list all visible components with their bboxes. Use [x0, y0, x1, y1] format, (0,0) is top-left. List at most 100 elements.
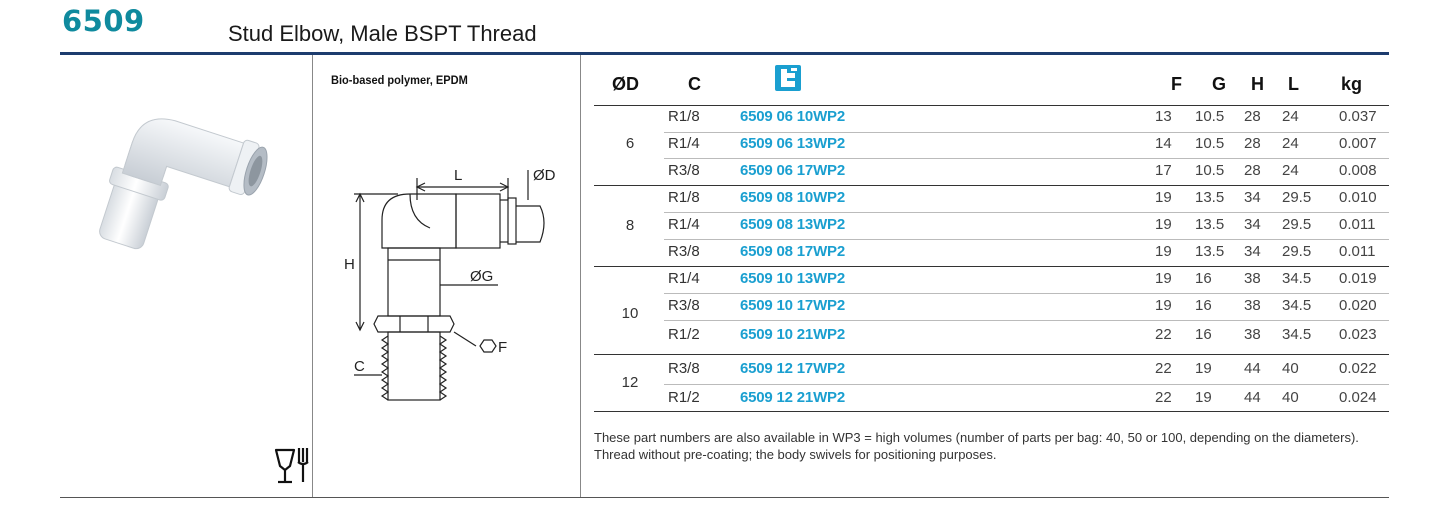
cell-g: 13.5 — [1195, 189, 1225, 206]
part-number[interactable]: 6509 08 13WP2 — [740, 216, 845, 233]
cell-g: 19 — [1195, 360, 1212, 377]
cell-l: 24 — [1282, 108, 1299, 125]
cell-f: 22 — [1155, 326, 1172, 343]
cell-c: R1/4 — [668, 270, 700, 287]
part-number[interactable]: 6509 06 10WP2 — [740, 108, 845, 125]
cell-kg: 0.019 — [1339, 270, 1377, 287]
cell-h: 28 — [1244, 108, 1261, 125]
cell-f: 19 — [1155, 216, 1172, 233]
header-rule — [60, 52, 1389, 55]
label-h: H — [344, 256, 355, 273]
page-title: Stud Elbow, Male BSPT Thread — [228, 21, 537, 46]
footnote-line: Thread without pre-coating; the body swi… — [594, 447, 997, 462]
part-number[interactable]: 6509 06 17WP2 — [740, 162, 845, 179]
footnote: These part numbers are also available in… — [594, 429, 1389, 463]
part-number[interactable]: 6509 12 21WP2 — [740, 389, 845, 406]
cell-g: 10.5 — [1195, 162, 1225, 179]
cell-g: 10.5 — [1195, 135, 1225, 152]
cell-h: 34 — [1244, 216, 1261, 233]
cell-h: 34 — [1244, 243, 1261, 260]
row-divider — [664, 212, 1389, 213]
part-number[interactable]: 6509 10 21WP2 — [740, 326, 845, 343]
cell-kg: 0.024 — [1339, 389, 1377, 406]
row-divider — [664, 239, 1389, 240]
cell-c: R1/8 — [668, 189, 700, 206]
col-header-c: C — [688, 74, 701, 94]
cell-g: 13.5 — [1195, 216, 1225, 233]
part-number[interactable]: 6509 08 17WP2 — [740, 243, 845, 260]
cell-kg: 0.007 — [1339, 135, 1377, 152]
cell-l: 40 — [1282, 389, 1299, 406]
group-od: 10 — [621, 305, 639, 322]
cell-h: 34 — [1244, 189, 1261, 206]
label-og: ØG — [470, 268, 493, 285]
group-divider — [594, 266, 1389, 267]
technical-drawing: L ØD H ØG F C — [344, 167, 556, 401]
material-label: Bio-based polymer, EPDM — [331, 73, 468, 87]
cell-c: R3/8 — [668, 297, 700, 314]
product-photo — [99, 118, 268, 250]
cell-g: 16 — [1195, 326, 1212, 343]
cell-c: R1/4 — [668, 135, 700, 152]
cell-kg: 0.022 — [1339, 360, 1377, 377]
col-header-g: G — [1212, 74, 1227, 94]
col-header-f: F — [1171, 74, 1182, 94]
group-od: 8 — [625, 217, 635, 234]
group-od: 6 — [625, 135, 635, 152]
cell-l: 34.5 — [1282, 297, 1312, 314]
cell-g: 16 — [1195, 270, 1212, 287]
group-divider — [594, 105, 1389, 106]
cell-f: 22 — [1155, 389, 1172, 406]
cell-f: 19 — [1155, 243, 1172, 260]
group-od: 12 — [621, 374, 639, 391]
cell-f: 22 — [1155, 360, 1172, 377]
cell-h: 44 — [1244, 389, 1261, 406]
cell-f: 19 — [1155, 189, 1172, 206]
cell-f: 14 — [1155, 135, 1172, 152]
cell-f: 13 — [1155, 108, 1172, 125]
cell-f: 19 — [1155, 297, 1172, 314]
cell-kg: 0.011 — [1339, 243, 1376, 260]
cell-g: 13.5 — [1195, 243, 1225, 260]
footnote-line: These part numbers are also available in… — [594, 430, 1359, 445]
column-divider — [580, 55, 581, 497]
cell-f: 19 — [1155, 270, 1172, 287]
part-number[interactable]: 6509 08 10WP2 — [740, 189, 845, 206]
cell-kg: 0.023 — [1339, 326, 1377, 343]
fitting-brand-icon — [775, 65, 801, 91]
cell-g: 10.5 — [1195, 108, 1225, 125]
cell-h: 38 — [1244, 326, 1261, 343]
cell-c: R3/8 — [668, 243, 700, 260]
col-header-kg: kg — [1341, 74, 1363, 94]
cell-h: 38 — [1244, 270, 1261, 287]
cell-kg: 0.037 — [1339, 108, 1377, 125]
cell-c: R3/8 — [668, 162, 700, 179]
label-od: ØD — [533, 167, 556, 184]
food-contact-icon — [274, 448, 309, 484]
product-code: 6509 — [62, 4, 145, 38]
row-divider — [664, 384, 1389, 385]
cell-g: 19 — [1195, 389, 1212, 406]
part-number[interactable]: 6509 10 17WP2 — [740, 297, 845, 314]
cell-h: 28 — [1244, 135, 1261, 152]
cell-c: R1/8 — [668, 108, 700, 125]
cell-g: 16 — [1195, 297, 1212, 314]
cell-l: 29.5 — [1282, 216, 1312, 233]
cell-kg: 0.011 — [1339, 216, 1376, 233]
group-divider — [594, 185, 1389, 186]
col-header-od: ØD — [612, 74, 639, 94]
row-divider — [664, 293, 1389, 294]
cell-l: 29.5 — [1282, 243, 1312, 260]
label-f: F — [498, 339, 507, 356]
part-number[interactable]: 6509 12 17WP2 — [740, 360, 845, 377]
cell-h: 28 — [1244, 162, 1261, 179]
cell-c: R1/2 — [668, 326, 700, 343]
col-header-l: L — [1288, 74, 1299, 94]
cell-h: 44 — [1244, 360, 1261, 377]
col-header-h: H — [1251, 74, 1264, 94]
part-number[interactable]: 6509 06 13WP2 — [740, 135, 845, 152]
label-l: L — [454, 167, 462, 184]
part-number[interactable]: 6509 10 13WP2 — [740, 270, 845, 287]
cell-l: 29.5 — [1282, 189, 1312, 206]
cell-l: 34.5 — [1282, 326, 1312, 343]
